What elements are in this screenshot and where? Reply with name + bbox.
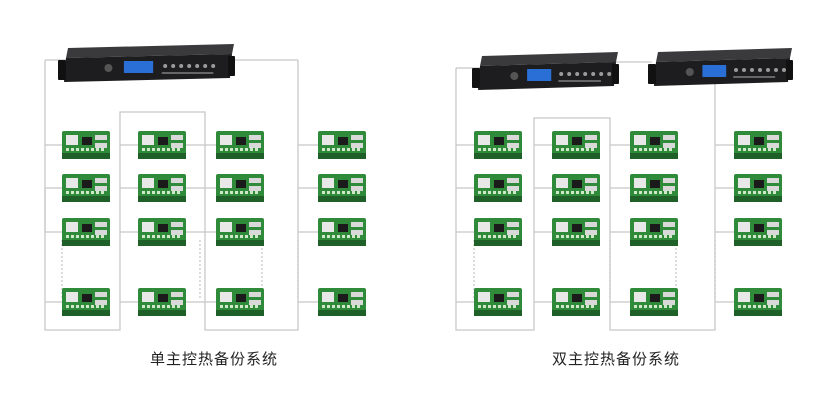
receiver-card-icon (62, 288, 110, 316)
receiver-card-icon (216, 174, 264, 202)
receiver-card-icon (318, 288, 366, 316)
receiver-card-icon (318, 218, 366, 246)
receiver-card-icon (474, 131, 522, 159)
receiver-card-icon (138, 131, 186, 159)
receiver-card-icon (318, 174, 366, 202)
receiver-card-icon (474, 218, 522, 246)
receiver-card-icon (734, 131, 782, 159)
led-controller-icon (58, 44, 235, 82)
receiver-card-icon (552, 218, 600, 246)
led-controller-icon (472, 52, 619, 90)
receiver-card-icon (552, 288, 600, 316)
receiver-card-icon (474, 174, 522, 202)
receiver-card-icon (216, 218, 264, 246)
receiver-card-icon (62, 218, 110, 246)
receiver-card-icon (552, 174, 600, 202)
caption-dual-controller: 双主控热备份系统 (552, 350, 681, 368)
receiver-card-icon (138, 174, 186, 202)
receiver-card-icon (630, 131, 678, 159)
caption-single-controller: 单主控热备份系统 (150, 350, 279, 368)
receiver-card-icon (62, 174, 110, 202)
receiver-card-icon (734, 218, 782, 246)
receiver-card-icon (318, 131, 366, 159)
receiver-card-icon (552, 131, 600, 159)
receiver-card-icon (62, 131, 110, 159)
receiver-card-icon (734, 174, 782, 202)
receiver-card-icon (474, 288, 522, 316)
receiver-card-icon (138, 288, 186, 316)
receiver-card-icon (630, 288, 678, 316)
receiver-card-icon (630, 174, 678, 202)
receiver-card-icon (216, 131, 264, 159)
led-controller-icon (648, 48, 793, 86)
receiver-card-icon (734, 288, 782, 316)
receiver-card-icon (630, 218, 678, 246)
receiver-card-icon (138, 218, 186, 246)
receiver-card-icon (216, 288, 264, 316)
